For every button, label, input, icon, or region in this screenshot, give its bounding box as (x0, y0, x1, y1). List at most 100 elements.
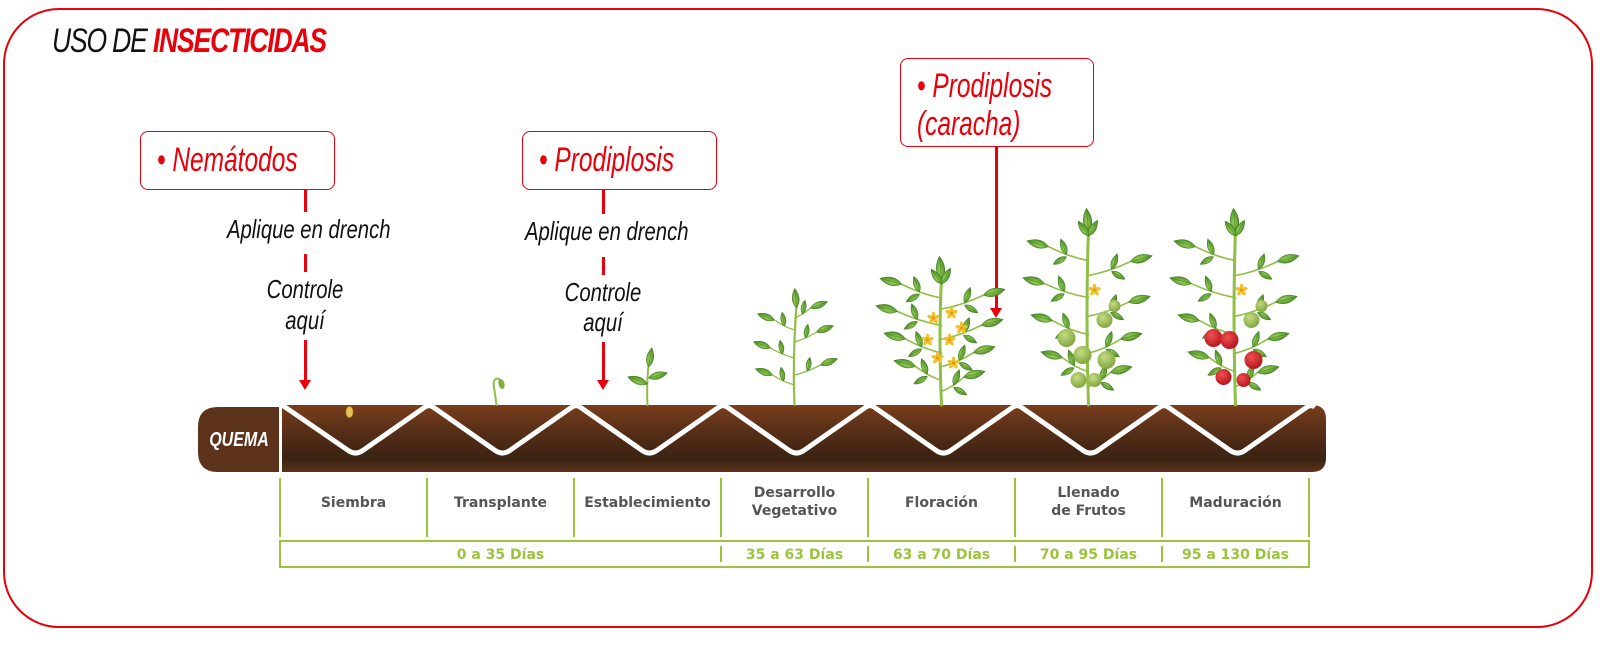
green-tomato (1070, 372, 1087, 388)
callout-note-apply: Aplique en drench (227, 214, 391, 244)
plant-stem (1234, 338, 1269, 354)
leaf-vein (810, 301, 827, 309)
leaf-vein (1277, 255, 1298, 262)
leaf-vein (1058, 276, 1065, 292)
leaf-vein (816, 325, 833, 333)
seedling-icon (627, 347, 668, 406)
leaf-vein (807, 358, 811, 372)
leaf-vein (963, 334, 977, 343)
leaf-vein (906, 293, 920, 302)
plant-stem (900, 283, 943, 299)
arrow-shaft (995, 147, 998, 309)
day-range-label: 70 a 95 Días (1040, 547, 1137, 563)
callout-label: • Prodiplosis (539, 141, 675, 179)
ripe-tomato (1220, 331, 1239, 349)
leaf-vein (781, 313, 785, 327)
arrow-shaft (602, 342, 605, 382)
leaf-vein (1120, 333, 1141, 340)
callout-note-here: aquí (583, 307, 623, 337)
plant-stem (940, 376, 965, 393)
leaf-vein (1088, 221, 1098, 237)
plant-stem (938, 276, 943, 407)
flower-center (1240, 288, 1243, 292)
callout-connector (602, 257, 605, 275)
leaf-vein (1051, 293, 1065, 302)
leaf-vein (904, 321, 918, 329)
plant-stem (1047, 245, 1090, 262)
leaf-vein (1063, 313, 1069, 329)
leaf-vein (958, 362, 972, 371)
leaf-vein (1171, 278, 1192, 284)
callout-connector (602, 190, 605, 214)
leaf-vein (1257, 311, 1271, 320)
leaf-vein (1053, 256, 1067, 265)
plant-stem (792, 303, 798, 407)
ripe-tomato (1244, 351, 1263, 369)
leaf-vein (921, 359, 928, 375)
leaf-vein (1252, 332, 1259, 348)
leaf-vein (1208, 367, 1222, 376)
soil-band (282, 405, 1326, 472)
arrow-down-icon (299, 380, 311, 390)
leaf-vein (1105, 332, 1112, 348)
arrow-shaft (304, 340, 307, 382)
callout-nematodos: • Nemátodos (140, 131, 335, 190)
leaf-vein (1205, 276, 1212, 292)
flower-center (948, 338, 951, 342)
leaf-vein (953, 387, 967, 395)
callout-prodiplosis: • Prodiplosis (522, 131, 717, 190)
ripe-tomato (1204, 329, 1223, 347)
leaf-vein (931, 269, 942, 285)
flower-center (1093, 288, 1096, 292)
leaf-vein (1210, 313, 1216, 329)
zigzag-line (280, 402, 1317, 456)
day-range-label: 63 a 70 Días (893, 547, 990, 563)
leaf-vein (958, 345, 965, 361)
stage-label: Llenado (1057, 485, 1120, 501)
leaf-vein (1179, 315, 1200, 321)
page-title: USO DE INSECTICIDAS (52, 22, 327, 61)
leaf-vein (1078, 221, 1089, 237)
leaf-vein (1032, 315, 1053, 321)
title-highlight: INSECTICIDAS (152, 22, 327, 60)
arrow-down-icon (990, 308, 1002, 318)
leaf-vein (756, 368, 773, 376)
callout-note-apply: Aplique en drench (525, 216, 689, 246)
flower-center (952, 361, 955, 365)
leaf-vein (1198, 293, 1212, 302)
green-tomato (1255, 300, 1268, 312)
flowering-plant-icon (875, 255, 1006, 407)
day-range-row (279, 540, 1310, 568)
leaf-vein (1042, 352, 1063, 358)
plant-stem (1190, 282, 1237, 299)
leaf-vein (964, 288, 971, 304)
sprout-bud (498, 379, 505, 389)
leaf-vein (964, 304, 978, 313)
ripe-tomato (1215, 369, 1232, 385)
stage-label: Establecimiento (584, 495, 711, 511)
leaf-vein (939, 257, 942, 281)
plant-stem (1087, 260, 1132, 277)
plant-stem (1087, 301, 1130, 317)
plant-stem (896, 310, 943, 327)
callout-prodiplosis-caracha: • Prodiplosis (caracha) (900, 58, 1094, 147)
leaf-vein (1060, 239, 1067, 255)
callout-note-control: Controle (266, 274, 344, 304)
title-prefix: USO DE (52, 22, 148, 60)
leaf-vein (877, 305, 898, 312)
callout-label: • Prodiplosis (917, 67, 1053, 105)
green-tomato (1097, 351, 1116, 369)
leaf-vein (1207, 239, 1214, 255)
leaf-vein (780, 368, 784, 382)
flower-center (960, 326, 963, 330)
leaf-vein (794, 289, 797, 309)
leaf-vein (1225, 221, 1236, 237)
plant-stem (492, 377, 502, 406)
plant-stem (1234, 301, 1277, 317)
leaf-vein (963, 371, 984, 378)
leaf-vein (1110, 366, 1131, 373)
leaf-vein (913, 277, 920, 293)
day-range-label: 0 a 35 Días (457, 547, 545, 563)
leaf-vein (802, 301, 806, 315)
